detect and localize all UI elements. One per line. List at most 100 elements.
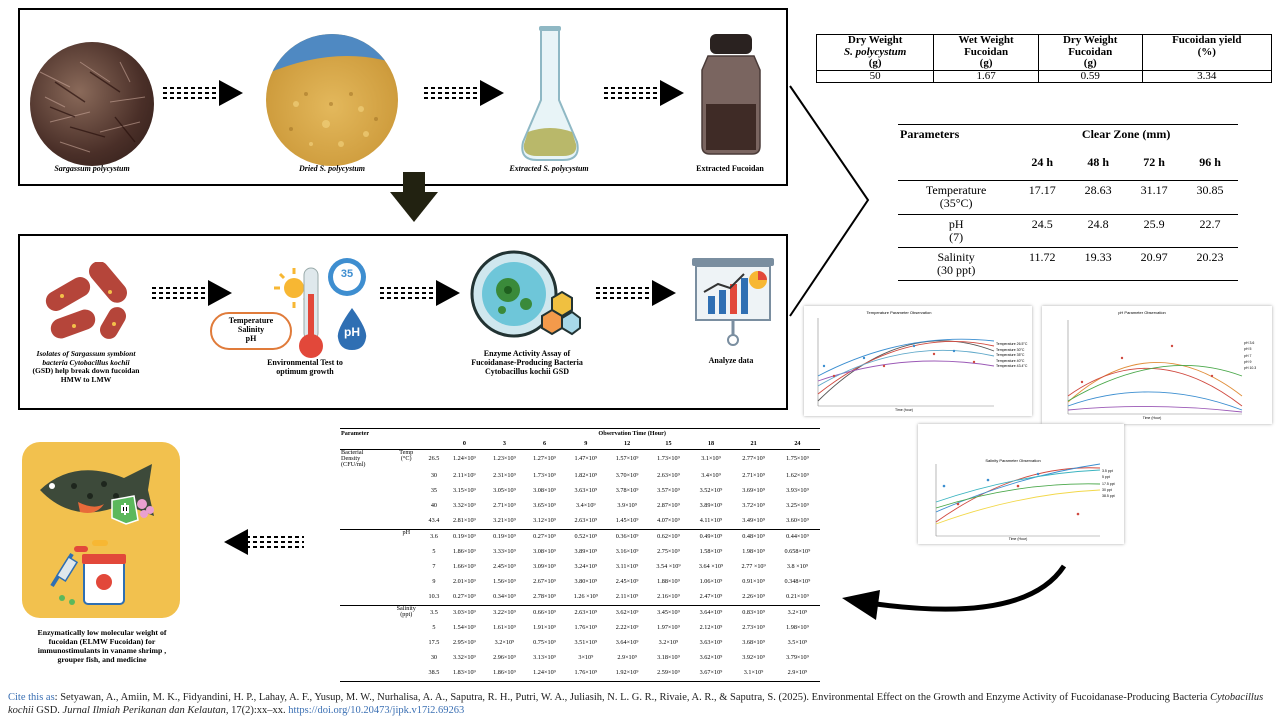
yield-cell: 1.67 xyxy=(933,69,1039,84)
spacer xyxy=(340,439,389,450)
density-cell: 3.49×10⁹ xyxy=(742,517,765,524)
density-cell: 2.71×10⁹ xyxy=(493,502,516,509)
arrow-right-icon xyxy=(596,280,676,306)
density-cell: 3.64×10⁹ xyxy=(699,609,723,616)
density-group-label xyxy=(389,545,424,560)
density-level: 30 xyxy=(430,472,438,479)
density-label-line: Density xyxy=(341,455,361,463)
density-group-label xyxy=(389,560,424,575)
clear-zone-cell: 22.7 xyxy=(1199,216,1221,231)
yield-header: Fucoidan yield(%) xyxy=(1141,34,1272,71)
density-cell: 3.32×10⁹ xyxy=(453,502,476,509)
thermometer-icon xyxy=(299,267,323,358)
density-group-label: Salinity(ppt) xyxy=(389,605,424,621)
clear-zone-cell: 24.8 xyxy=(1087,216,1109,231)
clear-zone-param-header: Parameters xyxy=(900,127,960,141)
density-cell: 4.07×10⁹ xyxy=(657,517,680,524)
density-time-header: 12 xyxy=(624,439,631,447)
salinity-plot-title: Salinity Parameter Observation xyxy=(985,458,1041,463)
clear-zone-cell: 25.9 xyxy=(1143,216,1165,231)
density-row-label xyxy=(340,575,389,590)
density-cell: 3.1×10⁹ xyxy=(743,669,764,676)
ph-plot-title: pH Parameter Observation xyxy=(1118,310,1166,315)
density-time-header: 21 xyxy=(750,439,757,447)
density-cell: 3.62×10⁹ xyxy=(699,654,723,661)
density-cell: 0.66×10⁹ xyxy=(533,609,556,616)
density-cell: 2.87×10⁹ xyxy=(657,502,680,509)
density-cell: 1.91×10⁹ xyxy=(533,624,556,631)
density-group-label xyxy=(389,666,424,682)
density-cell: 2.26×10⁹ xyxy=(742,593,765,600)
assay-process-panel xyxy=(18,234,788,410)
density-cell: 2.22×10⁹ xyxy=(615,624,639,631)
density-row-label xyxy=(340,666,389,682)
clear-zone-row-label: pH(7) xyxy=(948,216,964,244)
arrow-down-icon xyxy=(390,172,438,222)
density-cell: 2.63×10⁹ xyxy=(574,609,598,616)
density-cell: 0.52×10⁹ xyxy=(574,533,598,540)
density-cell: 1.86×10⁹ xyxy=(453,548,476,555)
dried-seaweed-image xyxy=(266,34,398,166)
density-cell: 3.9×10⁹ xyxy=(617,502,637,509)
flask-icon xyxy=(521,26,579,161)
density-cell: 2.59×10⁹ xyxy=(657,669,680,676)
density-cell: 4.11×10⁹ xyxy=(699,517,723,524)
density-cell: 3.4×10⁹ xyxy=(576,502,596,509)
density-time-header: 24 xyxy=(794,439,801,447)
density-cell: 2.77×10⁹ xyxy=(742,455,765,463)
density-cell: 3.68×10⁹ xyxy=(742,639,765,646)
density-row-label xyxy=(340,529,389,545)
density-cell: 3.21×10⁹ xyxy=(493,517,516,524)
arrow-right-icon xyxy=(424,80,504,106)
density-cell: 3.78×10⁹ xyxy=(615,487,639,494)
yield-cell: 50 xyxy=(815,69,935,84)
density-cell: 3.60×10⁹ xyxy=(786,517,809,524)
density-cell: 1.97×10⁹ xyxy=(657,624,680,631)
density-row-label xyxy=(340,621,389,636)
density-label-line: (CFU/ml) xyxy=(341,461,366,469)
enzyme-icon xyxy=(470,250,581,338)
doi-link[interactable]: https://doi.org/10.20473/jipk.v17i2.6926… xyxy=(288,705,465,717)
density-cell: 3.5×10⁹ xyxy=(787,639,808,646)
temperature-plot: Temperature Parameter Observation Temper… xyxy=(804,306,1032,416)
density-level: 9 xyxy=(432,578,436,585)
density-cell: 1.24×10⁹ xyxy=(533,669,556,676)
density-level: 5 xyxy=(432,624,436,631)
density-cell: 1.82×10⁹ xyxy=(574,472,598,479)
curved-arrow-icon xyxy=(842,564,1067,620)
density-cell: 1.45×10⁹ xyxy=(615,517,639,524)
density-cell: 1.73×10⁹ xyxy=(657,455,680,463)
density-cell: 3.64 ×10⁹ xyxy=(698,563,724,570)
density-cell: 3.24×10⁹ xyxy=(574,563,598,570)
density-cell: 3.32×10⁹ xyxy=(453,654,476,661)
density-cell: 0.91×10⁹ xyxy=(742,578,765,585)
clear-zone-cell: 24.5 xyxy=(1031,216,1053,231)
density-cell: 1.23×10⁹ xyxy=(493,455,516,463)
density-cell: 1.57×10⁹ xyxy=(615,455,639,463)
density-cell: 0.19×10⁹ xyxy=(493,533,516,540)
density-cell: 3.64×10⁹ xyxy=(615,639,639,646)
density-cell: 3.45×10⁹ xyxy=(657,609,680,616)
clear-zone-time: 24 h xyxy=(1031,154,1054,169)
density-group-label xyxy=(389,636,424,651)
arrow-right-icon xyxy=(152,280,232,306)
density-level: 10.3 xyxy=(428,593,440,600)
density-cell: 2.71×10⁹ xyxy=(742,472,765,479)
group-name: pH xyxy=(402,528,411,536)
density-level: 35 xyxy=(430,487,438,494)
density-cell: 2.75×10⁹ xyxy=(657,548,680,555)
citation-lead[interactable]: Cite this as xyxy=(8,692,55,703)
density-row-label xyxy=(340,484,389,499)
density-cell: 1.26 ×10⁹ xyxy=(573,593,598,600)
salinity-badge-icon xyxy=(328,258,366,296)
arrow-right-icon xyxy=(604,80,684,106)
density-time-header: 9 xyxy=(584,439,588,447)
